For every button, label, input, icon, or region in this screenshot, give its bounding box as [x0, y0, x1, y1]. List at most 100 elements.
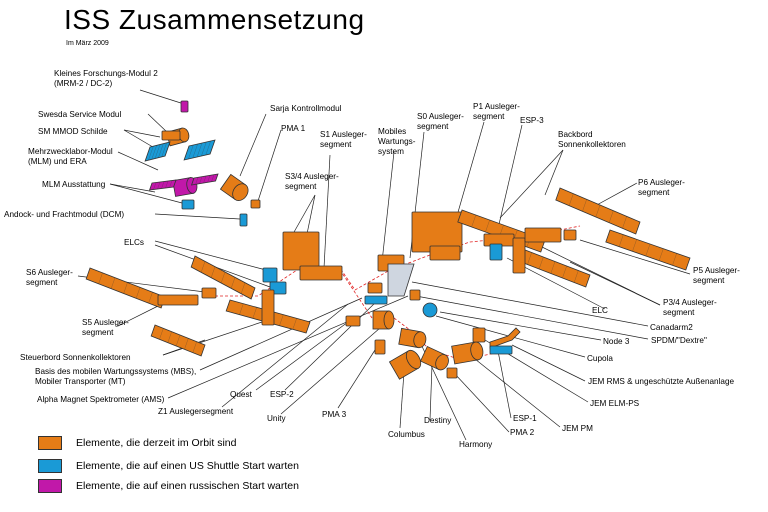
- s-array-mid-lower-stripe: [292, 318, 297, 330]
- page-subtitle: Im März 2009: [66, 40, 109, 47]
- label-s34: S3/4 Ausleger- segment: [285, 172, 339, 191]
- mlm-panel-left-stripe: [169, 180, 173, 188]
- p-array-lower-left-stripe: [550, 261, 556, 274]
- leader-swesda: [147, 113, 169, 134]
- s-array-mid-lower-stripe: [279, 314, 284, 326]
- label-jem-rms: JEM RMS & ungeschützte Außenanlage: [588, 377, 735, 386]
- jem-rms: [489, 327, 521, 349]
- leader-mmod-1: [123, 129, 161, 138]
- swesda-core: [161, 130, 181, 141]
- station-parts: [85, 100, 691, 380]
- mmod-panel-left-stripe: [148, 146, 154, 161]
- mmod-panel-right-stripe: [205, 140, 211, 156]
- leader-s5: [117, 304, 161, 327]
- label-unity: Unity: [267, 414, 286, 423]
- leader-lines: [77, 89, 691, 441]
- label-elc: ELC: [592, 306, 608, 315]
- legend-swatch-russian: [38, 479, 62, 493]
- label-cupola: Cupola: [587, 354, 613, 363]
- leader-mbs: [199, 297, 363, 371]
- label-esp1: ESP-1: [513, 414, 537, 423]
- leader-esp2: [284, 301, 377, 391]
- legend-text-us-shuttle: Elemente, die auf einen US Shuttle Start…: [76, 460, 299, 472]
- jem-pm: [451, 341, 484, 365]
- s6-solar-array-upper-stripe: [110, 277, 116, 289]
- pma1-adapter: [250, 199, 261, 209]
- mlm-panel-right-stripe: [207, 175, 211, 183]
- label-swesda: Swesda Service Modul: [38, 110, 122, 119]
- label-pma2: PMA 2: [510, 428, 535, 437]
- columbus: [388, 349, 422, 380]
- p1-truss: [429, 245, 461, 261]
- leader-mlm-outfit-1: [109, 183, 156, 193]
- label-jem-pm: JEM PM: [562, 424, 593, 433]
- label-mbs: Basis des mobilen Wartungssystems (MBS),…: [35, 367, 197, 386]
- leader-jem-pm: [469, 354, 561, 428]
- label-mmod: SM MMOD Schilde: [38, 127, 108, 136]
- mobile-transporter: [364, 295, 388, 305]
- s-array-mid-upper-stripe: [210, 266, 216, 278]
- legend-item-in-orbit: Elemente, die derzeit im Orbit sind: [38, 435, 236, 451]
- leader-columbus: [399, 371, 405, 429]
- p-array-lower-left-stripe: [538, 256, 544, 270]
- label-esp2: ESP-2: [270, 390, 294, 399]
- leader-ams: [167, 295, 409, 399]
- label-jem-elm: JEM ELM-PS: [590, 399, 640, 408]
- mmod-panel-left: [144, 141, 171, 162]
- s34-truss: [299, 265, 343, 281]
- s6-solar-array-upper-stripe: [148, 292, 153, 304]
- truss-link-z1: [339, 269, 373, 319]
- leader-mrm2: [139, 89, 185, 105]
- p5-array-lower-stripe: [645, 243, 651, 257]
- p-array-lower-left: [515, 247, 591, 288]
- leader-p34-2: [539, 245, 661, 306]
- legend-text-russian: Elemente, die auf einen russischen Start…: [76, 480, 299, 492]
- elc-starboard-upper: [262, 267, 278, 283]
- label-ams: Alpha Magnet Spektrometer (AMS): [37, 395, 165, 404]
- s-array-mid-upper: [190, 255, 256, 300]
- leader-pma2: [453, 372, 510, 433]
- label-z1: Z1 Auslegersegment: [158, 407, 234, 416]
- leader-elcs-1: [154, 240, 267, 271]
- s5-solar-array-lower-stripe: [184, 338, 189, 350]
- legend-swatch-us-shuttle: [38, 459, 62, 473]
- legend-item-us-shuttle: Elemente, die auf einen US Shuttle Start…: [38, 458, 299, 474]
- destiny-end: [435, 354, 449, 371]
- leader-mlm-outfit-2: [109, 183, 183, 204]
- mlm-panel-right-stripe: [199, 176, 203, 184]
- s5-solar-array-lower-stripe: [192, 341, 197, 353]
- s5-solar-array-lower: [150, 324, 206, 357]
- s-array-mid-upper-stripe: [220, 271, 226, 284]
- label-mrm2: Kleines Forschungs-Modul 2 (MRM-2 / DC-2…: [54, 69, 158, 88]
- label-columbus: Columbus: [388, 430, 425, 439]
- mlm-panel-right-stripe: [203, 175, 207, 184]
- sarja-module: [219, 173, 249, 201]
- mlm-panel-left: [148, 179, 177, 191]
- p3-mast: [512, 237, 526, 274]
- leader-destiny: [429, 364, 433, 421]
- leader-spdm: [415, 295, 649, 340]
- label-s0: S0 Ausleger- segment: [417, 112, 464, 131]
- label-s6: S6 Ausleger- segment: [26, 268, 73, 287]
- leader-mss: [381, 151, 395, 263]
- jem-exposed-facility: [489, 345, 513, 355]
- leader-canadarm: [411, 281, 649, 327]
- p-array-upper-left-stripe: [471, 214, 476, 228]
- mlm-panel-left-stripe: [153, 182, 157, 190]
- p6-array-upper-stripe: [582, 199, 587, 212]
- leader-p5: [579, 239, 691, 275]
- p6-array-upper-stripe: [595, 204, 601, 218]
- leader-pma3: [337, 349, 376, 409]
- unity: [372, 310, 395, 330]
- legend-text-in-orbit: Elemente, die derzeit im Orbit sind: [76, 437, 237, 449]
- s-array-mid-upper-stripe: [230, 277, 236, 289]
- mlm-panel-left-stripe: [157, 181, 161, 190]
- s6-joint: [201, 287, 217, 299]
- leader-jem-rms: [511, 344, 586, 382]
- p5-array-lower-stripe: [672, 253, 677, 266]
- label-elcs: ELCs: [124, 238, 145, 247]
- mmod-panel-left-stripe: [161, 142, 167, 157]
- label-p6: P6 Ausleger- segment: [638, 178, 685, 197]
- label-harmony: Harmony: [459, 440, 493, 449]
